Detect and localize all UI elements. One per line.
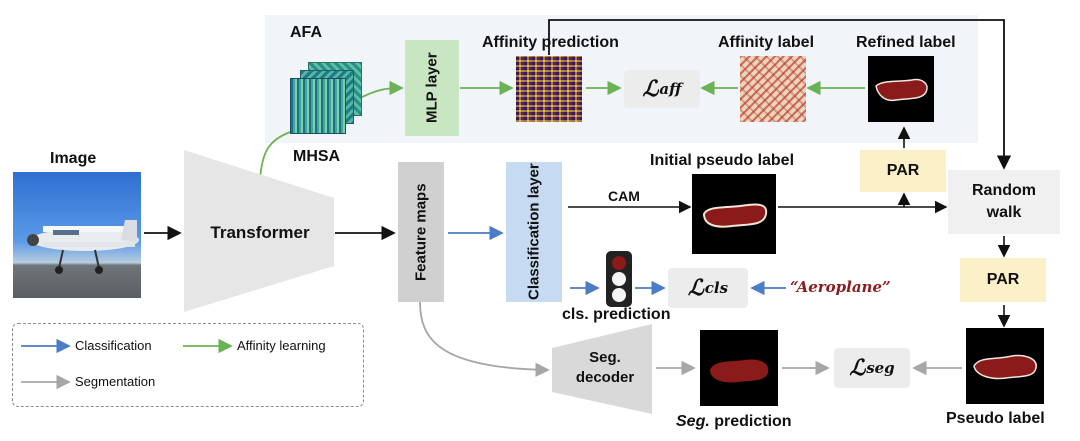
affinity-prediction-map [516,56,582,122]
seg-prediction-mask [700,330,778,406]
affinity-label-label: Affinity label [718,34,815,51]
loss-cls-subscript: cls [704,279,729,297]
input-image [13,172,141,298]
seg-decoder-label: Seg. decoder [575,349,635,386]
feature-maps: Feature maps [398,162,444,302]
aeroplane-photo-icon [27,220,139,274]
pseudo-label-label: Pseudo label [946,410,1045,427]
pseudo-label-mask [966,328,1044,404]
afa-panel [265,15,978,143]
loss-aff-subscript: aff [659,80,682,98]
arrow-affpred-randomwalk [548,19,1012,170]
arrow-features-segdecoder [419,301,550,377]
random-walk: Random walk [948,170,1060,234]
seg-prediction-italic: Seg. [676,413,710,430]
mhsa-stack [290,62,362,134]
initial-pseudo-label-label: Initial pseudo label [650,152,795,169]
image-label: Image [50,150,97,167]
cls-prediction-label: cls. prediction [562,306,671,323]
legend-arrows [21,338,233,390]
arrow-transformer-mhsa [259,131,291,181]
mlp-layer: MLP layer [405,40,459,136]
cls-prediction-icon [606,251,632,307]
legend-box: Classification Affinity learning Segment… [12,323,364,407]
loss-seg-subscript: seg [866,359,895,377]
classification-layer: Classification layer [506,162,562,302]
afa-title: AFA [290,24,322,41]
par-top: PAR [860,150,946,192]
mhsa-label: MHSA [293,148,341,165]
affinity-label-map [740,56,806,122]
class-name-aeroplane: “Aeroplane” [790,278,891,296]
arrow-mhsa-mlp [359,80,404,99]
legend-classification: Classification [75,338,152,353]
seg-prediction-label: Seg. prediction [676,413,792,431]
seg-decoder-block [552,324,652,414]
transformer-label: Transformer [210,223,310,242]
legend-affinity-learning: Affinity learning [237,338,326,353]
par-bottom: PAR [960,258,1046,302]
seg-prediction-rest: prediction [709,413,792,430]
initial-pseudo-label-mask [692,174,776,254]
transformer-block [184,150,334,312]
legend-segmentation: Segmentation [75,374,156,389]
affinity-prediction-label: Affinity prediction [482,34,619,51]
cam-label: CAM [608,188,640,204]
refined-label-label: Refined label [856,34,956,51]
refined-label-mask [868,56,934,122]
